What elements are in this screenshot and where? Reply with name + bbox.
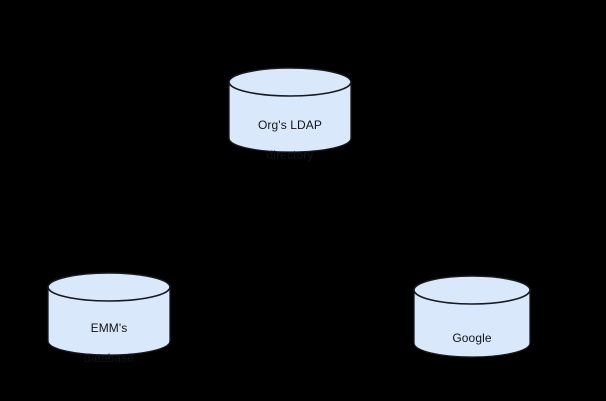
node-google[interactable]: Google — [413, 275, 531, 358]
node-ldap-directory[interactable]: Org's LDAP directory — [228, 67, 352, 162]
node-emm-database[interactable]: EMM's database — [47, 272, 171, 365]
database-cylinder-icon — [47, 272, 171, 356]
database-cylinder-icon — [228, 67, 352, 153]
database-cylinder-icon — [413, 275, 531, 358]
